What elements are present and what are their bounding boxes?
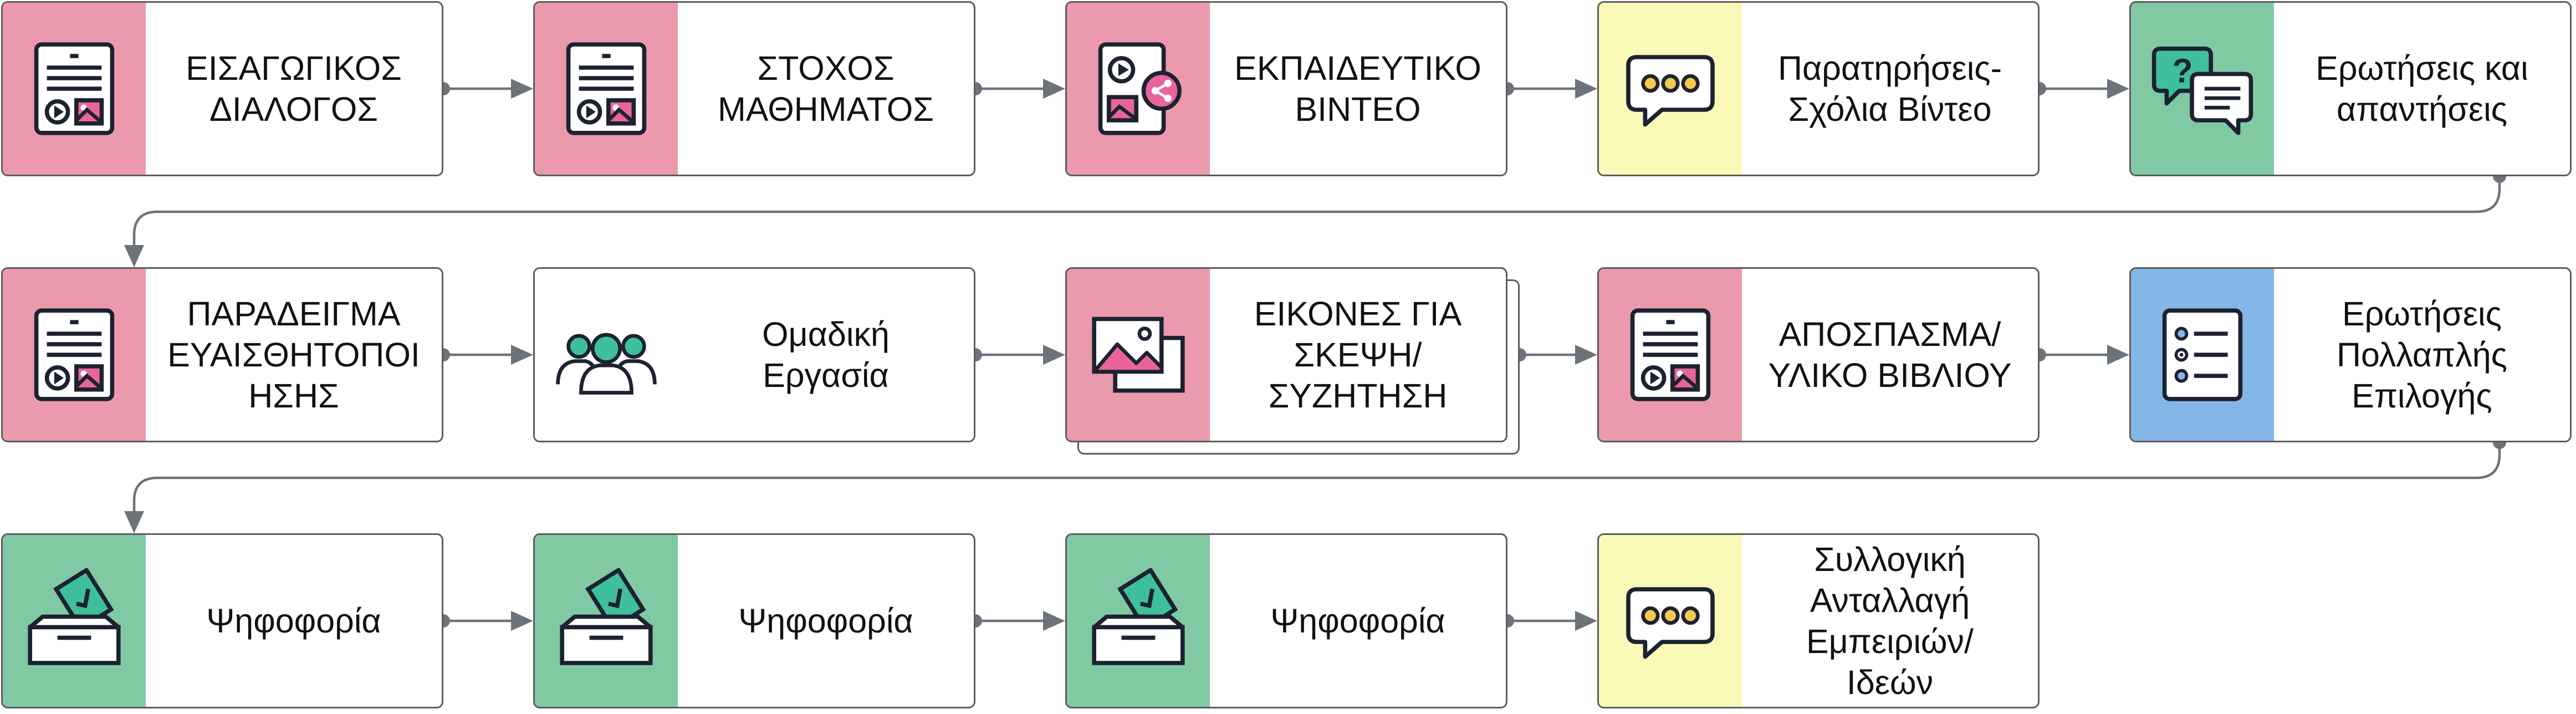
connector-arrowhead — [511, 611, 533, 631]
node-book-excerpt[interactable]: ΑΠΟΣΠΑΣΜΑ/ ΥΛΙΚΟ ΒΙΒΛΙΟΥ — [1597, 267, 2040, 442]
connector-start-dot — [1513, 348, 1526, 361]
connector-arrowhead — [511, 345, 533, 365]
connector-arrowhead — [1575, 345, 1597, 365]
node-group-work[interactable]: Ομαδική Εργασία — [533, 267, 975, 442]
chat-bubble-icon — [1618, 36, 1723, 141]
node-label: Ομαδική Εργασία — [762, 315, 890, 394]
node-educational-video[interactable]: ΕΚΠΑΙΔΕΥΤΙΚΟ ΒΙΝΤΕΟ — [1065, 1, 1507, 176]
connector-arrowhead — [2107, 79, 2129, 99]
node-label: Συλλογική Ανταλλαγή Εμπειριών/ Ιδεών — [1806, 540, 1974, 701]
node-label: Ψηφοφορία — [206, 602, 381, 640]
node-icon-band: ? — [2131, 3, 2274, 175]
connector-line — [132, 176, 2501, 247]
connector-arrowhead — [124, 511, 144, 533]
node-collective-exchange[interactable]: Συλλογική Ανταλλαγή Εμπειριών/ Ιδεών — [1597, 533, 2040, 708]
node-icon-band — [535, 535, 678, 707]
node-voting-3[interactable]: Ψηφοφορία — [1065, 533, 1507, 708]
connector-arrowhead — [124, 245, 144, 267]
node-icon-band — [1067, 3, 1210, 175]
node-voting-2[interactable]: Ψηφοφορία — [533, 533, 975, 708]
svg-text:?: ? — [2172, 52, 2192, 90]
connector-arrowhead — [1043, 79, 1065, 99]
connector-line — [132, 442, 2501, 513]
node-icon-band — [1067, 535, 1210, 707]
connector-arrowhead — [1575, 79, 1597, 99]
node-icon-band — [3, 269, 146, 441]
team-icon — [554, 302, 659, 407]
node-label: ΣΤΟΧΟΣ ΜΑΘΗΜΑΤΟΣ — [717, 49, 934, 128]
node-label: ΕΙΚΟΝΕΣ ΓΙΑ ΣΚΕΨΗ/ ΣΥΖΗΤΗΣΗ — [1254, 295, 1462, 415]
media-page-icon — [22, 302, 127, 407]
node-video-comments[interactable]: Παρατηρήσεις- Σχόλια Βίντεο — [1597, 1, 2040, 176]
node-label: ΕΚΠΑΙΔΕΥΤΙΚΟ ΒΙΝΤΕΟ — [1234, 49, 1481, 128]
node-icon-band — [2131, 269, 2274, 441]
node-icon-band — [3, 3, 146, 175]
node-label: ΠΑΡΑΔΕΙΓΜΑ ΕΥΑΙΣΘΗΤΟΠΟΙ ΗΣΗΣ — [167, 295, 420, 415]
ballot-box-icon — [22, 568, 127, 674]
list-icon — [2150, 302, 2255, 407]
node-icon-band — [535, 3, 678, 175]
node-label: ΕΙΣΑΓΩΓΙΚΟΣ ΔΙΑΛΟΓΟΣ — [186, 49, 402, 128]
node-images-discussion[interactable]: ΕΙΚΟΝΕΣ ΓΙΑ ΣΚΕΨΗ/ ΣΥΖΗΤΗΣΗ — [1065, 267, 1507, 442]
connector-arrowhead — [511, 79, 533, 99]
ballot-box-icon — [1086, 568, 1191, 674]
node-label: Ψηφοφορία — [738, 602, 913, 640]
node-multiple-choice[interactable]: Ερωτήσεις Πολλαπλής Επιλογής — [2129, 267, 2572, 442]
video-share-icon — [1086, 36, 1191, 141]
question-chat-icon: ? — [2150, 36, 2255, 141]
node-awareness-example[interactable]: ΠΑΡΑΔΕΙΓΜΑ ΕΥΑΙΣΘΗΤΟΠΟΙ ΗΣΗΣ — [1, 267, 443, 442]
node-lesson-goal[interactable]: ΣΤΟΧΟΣ ΜΑΘΗΜΑΤΟΣ — [533, 1, 975, 176]
node-label: Ερωτήσεις και απαντήσεις — [2316, 49, 2528, 128]
node-introductory-dialogue[interactable]: ΕΙΣΑΓΩΓΙΚΟΣ ΔΙΑΛΟΓΟΣ — [1, 1, 443, 176]
node-label: Ερωτήσεις Πολλαπλής Επιλογής — [2336, 295, 2508, 415]
node-icon-band — [535, 269, 678, 441]
node-icon-band — [1599, 269, 1742, 441]
chat-bubble-icon — [1618, 568, 1723, 674]
node-label: ΑΠΟΣΠΑΣΜΑ/ ΥΛΙΚΟ ΒΙΒΛΙΟΥ — [1768, 315, 2012, 394]
node-voting-1[interactable]: Ψηφοφορία — [1, 533, 443, 708]
node-icon-band — [3, 535, 146, 707]
media-page-icon — [1618, 302, 1723, 407]
images-icon — [1086, 302, 1191, 407]
media-page-icon — [22, 36, 127, 141]
node-icon-band — [1067, 269, 1210, 441]
connector-arrowhead — [2107, 345, 2129, 365]
node-icon-band — [1599, 535, 1742, 707]
connector-arrowhead — [1575, 611, 1597, 631]
ballot-box-icon — [554, 568, 659, 674]
node-icon-band — [1599, 3, 1742, 175]
node-label: Ψηφοφορία — [1270, 602, 1445, 640]
connector-arrowhead — [1043, 345, 1065, 365]
connector-arrowhead — [1043, 611, 1065, 631]
node-label: Παρατηρήσεις- Σχόλια Βίντεο — [1777, 49, 2002, 128]
media-page-icon — [554, 36, 659, 141]
node-questions-answers[interactable]: ? Ερωτήσεις και απαντήσεις — [2129, 1, 2572, 176]
